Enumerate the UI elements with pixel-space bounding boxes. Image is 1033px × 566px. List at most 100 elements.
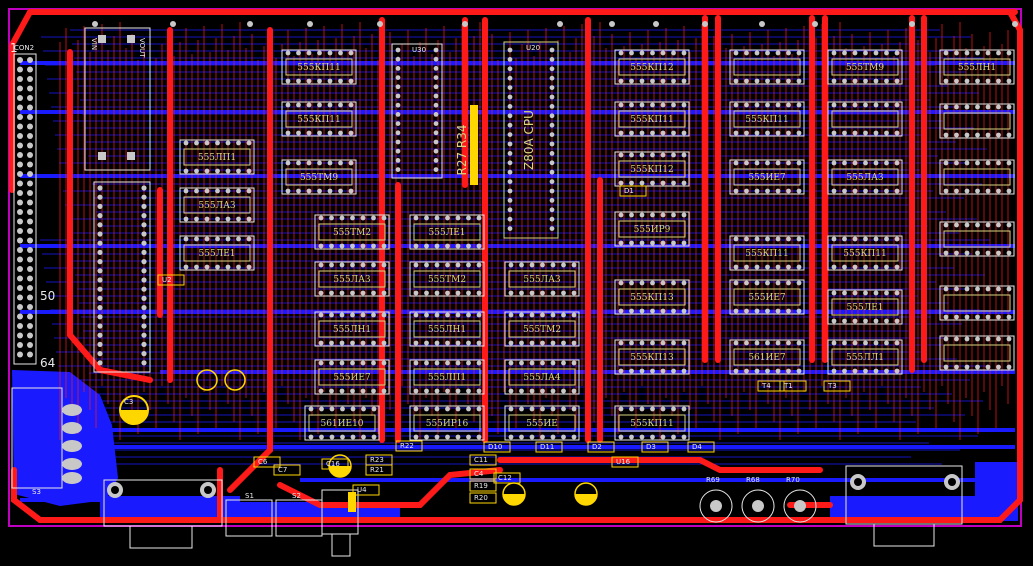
ic-chip-label: 555ИЕ bbox=[526, 419, 558, 429]
ic-chip-pad bbox=[629, 240, 634, 246]
ic-chip-pad bbox=[529, 340, 535, 346]
ic-chip-pad bbox=[786, 130, 791, 136]
ic-chip-pad bbox=[476, 215, 482, 221]
ic-chip-pad bbox=[884, 130, 889, 136]
ic-chip-pad bbox=[339, 388, 345, 394]
con2-pad bbox=[27, 57, 33, 63]
rom-pad bbox=[395, 158, 401, 163]
con2-pad bbox=[17, 133, 23, 139]
ic-chip-pad bbox=[671, 280, 676, 286]
ic-chip-pad bbox=[786, 102, 791, 108]
ic-chip-pad bbox=[681, 368, 687, 374]
ic-chip-outline bbox=[614, 211, 690, 247]
ic-chip-pad bbox=[571, 406, 577, 412]
dip-u3-pad bbox=[97, 323, 103, 329]
dip-u3-pad bbox=[141, 323, 147, 329]
ic-chip-pad bbox=[550, 312, 556, 318]
ic-chip-pad bbox=[445, 290, 450, 296]
component-label: C11 bbox=[474, 456, 488, 464]
rom-pad bbox=[433, 66, 439, 71]
ic-chip-pad bbox=[629, 308, 634, 314]
via bbox=[812, 21, 818, 27]
ic-chip-pad bbox=[975, 104, 980, 110]
rom-pad bbox=[433, 139, 439, 145]
ic-chip-pad bbox=[455, 340, 461, 346]
con2-pad bbox=[17, 266, 23, 272]
ic-chip-pad bbox=[765, 130, 770, 136]
ic-chip-outline bbox=[409, 359, 485, 395]
dip-u3-pad bbox=[141, 341, 147, 347]
ic-chip-pad bbox=[650, 102, 655, 108]
component-label: T3 bbox=[827, 382, 837, 390]
ic-chip-pad bbox=[455, 243, 461, 249]
ic-chip-pad bbox=[225, 236, 231, 242]
con2-pad bbox=[27, 133, 33, 139]
ic-chip-pad bbox=[873, 236, 879, 242]
ic-chip-pad bbox=[629, 78, 634, 84]
power-jack bbox=[321, 489, 359, 557]
con2-pad bbox=[27, 209, 33, 215]
ic-chip-pad bbox=[306, 50, 312, 56]
ic-chip-pad bbox=[508, 406, 514, 412]
ic-chip-body bbox=[508, 270, 576, 288]
ic-chip-pad bbox=[985, 314, 991, 320]
ic-chip-label: 555КП12 bbox=[630, 165, 673, 175]
ic-chip-pad bbox=[540, 434, 545, 440]
ic-chip-pad bbox=[1006, 222, 1012, 228]
ic-chip-label: 555ЛА3 bbox=[523, 275, 561, 285]
ic-chip-pad bbox=[519, 406, 524, 412]
ic-chip-pad bbox=[863, 50, 868, 56]
ic-chip-pad bbox=[775, 340, 781, 346]
cpu-pad bbox=[549, 132, 555, 138]
con2-pad bbox=[17, 85, 23, 92]
rom-pad bbox=[433, 121, 439, 126]
ic-chip-label: 555ЛЕ1 bbox=[429, 228, 466, 238]
cpu-pad bbox=[507, 151, 513, 156]
ic-chip-pad bbox=[413, 388, 419, 394]
ic-chip-pad bbox=[796, 236, 802, 242]
ic-chip-pad bbox=[733, 50, 739, 56]
ic-chip-pad bbox=[371, 340, 376, 346]
ic-chip-pad bbox=[371, 312, 376, 318]
dip-u3-pad bbox=[97, 194, 103, 200]
component-label: C6 bbox=[258, 458, 268, 466]
ic-chip-pad bbox=[639, 434, 645, 440]
ic-chip-pad bbox=[975, 160, 980, 166]
con2-pad bbox=[17, 209, 23, 215]
component-outline bbox=[157, 274, 185, 286]
ic-chip-pad bbox=[360, 215, 366, 221]
ic-chip-pad bbox=[329, 340, 334, 346]
ic-chip-pad bbox=[1006, 188, 1012, 194]
svg-text:R70: R70 bbox=[786, 476, 800, 484]
ic-chip-pad bbox=[561, 360, 566, 366]
cpu-pad bbox=[549, 113, 555, 119]
ic-chip-pad bbox=[796, 340, 802, 346]
dip-u3-pad bbox=[97, 341, 103, 347]
cpu-pad bbox=[507, 122, 513, 128]
cpu-pad bbox=[549, 57, 555, 62]
ic-chip-body bbox=[618, 348, 686, 366]
ic-chip-pad bbox=[629, 368, 634, 374]
ic-chip-outline bbox=[314, 359, 390, 395]
ic-chip-pad bbox=[1006, 250, 1012, 256]
cap-c12 bbox=[502, 482, 526, 506]
ic-chip-pad bbox=[954, 188, 959, 194]
con2-pad bbox=[17, 351, 23, 358]
ic-chip-pad bbox=[529, 434, 535, 440]
cpu-pad bbox=[549, 151, 555, 156]
ic-chip-pad bbox=[985, 250, 991, 256]
ic-chip: 555ИЕ bbox=[504, 405, 580, 441]
ic-chip-pad bbox=[434, 388, 440, 394]
ic-chip-pad bbox=[852, 340, 858, 346]
ic-chip-pad bbox=[629, 212, 634, 218]
ic-chip-pad bbox=[327, 102, 333, 108]
ic-chip-pad bbox=[194, 264, 199, 270]
con2-pad bbox=[17, 323, 23, 329]
component-outline bbox=[365, 464, 393, 476]
ic-chip-pad bbox=[744, 264, 749, 270]
con2-pad bbox=[27, 313, 33, 320]
ic-chip-pad bbox=[796, 130, 802, 136]
con2-pad bbox=[17, 228, 23, 234]
ic-chip-pad bbox=[318, 312, 324, 318]
svg-text:C3: C3 bbox=[124, 398, 133, 406]
